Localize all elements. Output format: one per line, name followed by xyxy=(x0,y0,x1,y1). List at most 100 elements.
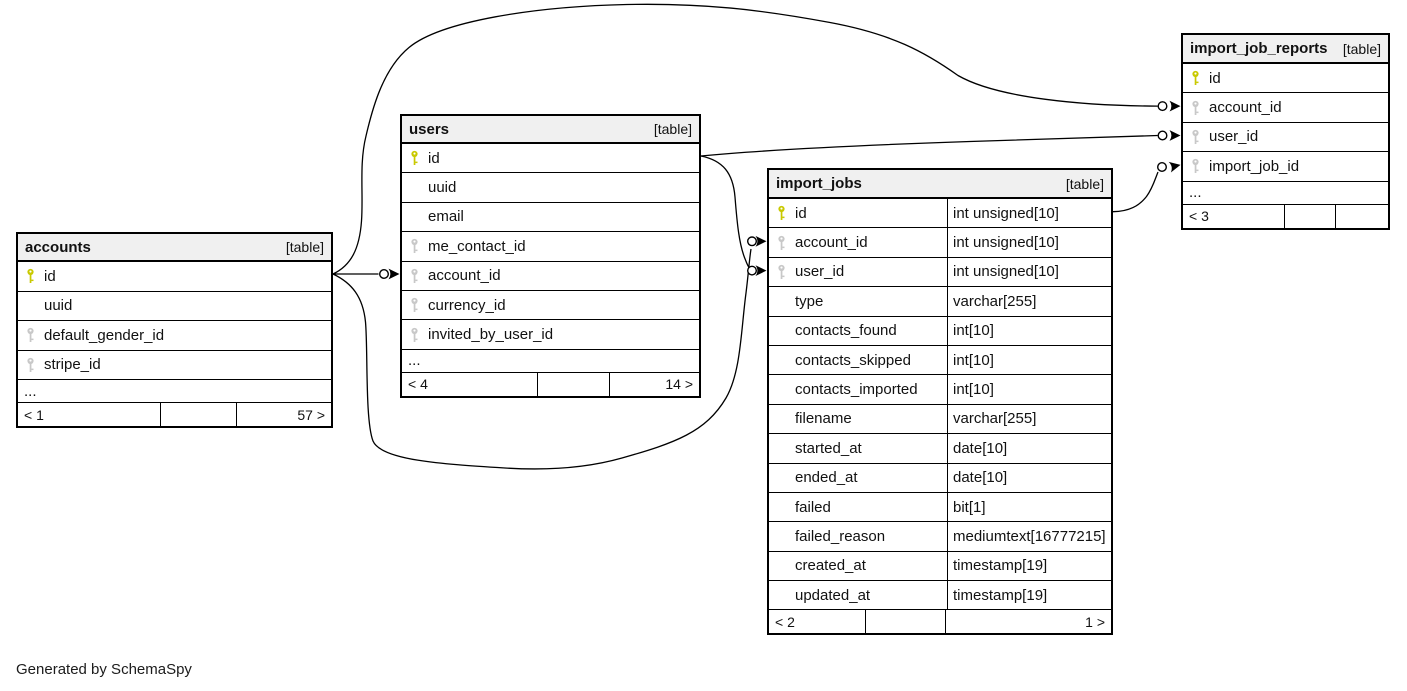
column-name-cell: filename xyxy=(769,405,947,433)
column-type: date[10] xyxy=(953,439,1008,457)
column-name: email xyxy=(428,208,464,226)
footer-right-label: 1 > xyxy=(1085,613,1105,630)
column-type-cell: bit[1] xyxy=(947,492,1111,522)
column-name: account_id xyxy=(1209,99,1282,117)
fk-arrowhead xyxy=(1168,161,1181,173)
table-type-badge: [table] xyxy=(285,239,324,255)
column-name: contacts_imported xyxy=(795,381,918,399)
footer-left-label: < 2 xyxy=(775,613,795,630)
key-slot xyxy=(409,238,421,254)
zero-many-circle xyxy=(1157,101,1168,112)
foreign-key-icon xyxy=(411,298,418,313)
column-type-cell: date[10] xyxy=(947,434,1111,463)
key-slot xyxy=(776,264,788,280)
foreign-key-icon xyxy=(778,235,785,250)
fk-arrowhead xyxy=(755,265,767,276)
primary-key-icon xyxy=(1192,71,1199,86)
column-name-cell: invited_by_user_id xyxy=(402,320,699,348)
column-name: id xyxy=(795,204,807,222)
key-slot xyxy=(776,205,788,221)
column-row-user_id: user_id xyxy=(1183,122,1388,153)
zero-many-circle xyxy=(1156,161,1167,172)
column-row-account_id: account_id int unsigned[10] xyxy=(769,228,1111,258)
footer-middle-cell xyxy=(864,610,945,634)
primary-key-icon xyxy=(27,269,34,284)
table-type-badge: [table] xyxy=(653,121,692,137)
column-name-cell: id xyxy=(769,199,947,227)
column-name-cell: id xyxy=(18,262,331,291)
column-name: type xyxy=(795,292,824,310)
column-name: user_id xyxy=(795,263,845,281)
table-title-accounts[interactable]: accounts xyxy=(25,238,91,256)
table-title-users[interactable]: users xyxy=(409,120,450,138)
column-name: currency_id xyxy=(428,296,506,314)
key-slot xyxy=(409,297,421,313)
column-name-cell: email xyxy=(402,203,699,231)
table-title-import_job_reports[interactable]: import_job_reports xyxy=(1190,40,1328,57)
fk-arrowhead xyxy=(388,268,400,280)
table-header: import_job_reports[table] xyxy=(1183,35,1388,64)
column-name-cell: type xyxy=(769,287,947,315)
column-type-cell: int unsigned[10] xyxy=(947,228,1111,257)
foreign-key-icon xyxy=(778,264,785,279)
relationship-accounts-import-job-reports xyxy=(332,3,1158,275)
column-row-currency_id: currency_id xyxy=(402,290,699,321)
ellipsis-label: ... xyxy=(1189,184,1202,202)
column-type-cell: date[10] xyxy=(947,463,1111,492)
footer-right-label: 57 > xyxy=(297,406,325,423)
column-row-me_contact_id: me_contact_id xyxy=(402,232,699,262)
footer-children-count xyxy=(1334,204,1388,228)
column-row-contacts_skipped: contacts_skipped int[10] xyxy=(769,345,1111,376)
column-name: invited_by_user_id xyxy=(428,326,554,344)
footer-left-label: < 4 xyxy=(408,376,428,393)
column-type-cell: mediumtext[16777215] xyxy=(947,522,1111,551)
column-name: started_at xyxy=(795,439,862,457)
foreign-key-icon xyxy=(1192,159,1199,174)
column-name: failed_reason xyxy=(795,527,886,545)
column-row-failed: failed bit[1] xyxy=(769,492,1111,523)
column-name-cell: failed_reason xyxy=(769,522,947,550)
key-slot xyxy=(1190,158,1202,174)
column-row-created_at: created_at timestamp[19] xyxy=(769,551,1111,582)
column-name: contacts_skipped xyxy=(795,351,911,369)
column-type-cell: int[10] xyxy=(947,316,1111,345)
column-type-cell: timestamp[19] xyxy=(947,581,1111,610)
column-name-cell: currency_id xyxy=(402,291,699,319)
column-row-default_gender_id: default_gender_id xyxy=(18,321,331,351)
column-type: int[10] xyxy=(953,351,994,369)
table-title-import_jobs[interactable]: import_jobs xyxy=(776,175,862,192)
key-slot xyxy=(776,235,788,251)
column-name: created_at xyxy=(795,557,866,575)
more-columns-row: ... xyxy=(402,350,699,373)
column-name: failed xyxy=(795,498,831,516)
column-row-id: id int unsigned[10] xyxy=(769,199,1111,229)
column-type: timestamp[19] xyxy=(953,557,1048,575)
table-header: import_jobs[table] xyxy=(769,170,1111,199)
column-name-cell: default_gender_id xyxy=(18,321,331,350)
column-row-id: id xyxy=(1183,64,1388,94)
table-footer: < 2 1 > xyxy=(769,610,1111,634)
column-name-cell: created_at xyxy=(769,552,947,580)
key-slot xyxy=(25,357,37,373)
column-name: account_id xyxy=(795,234,868,252)
column-type-cell: int unsigned[10] xyxy=(947,199,1111,228)
column-name: filename xyxy=(795,410,852,428)
column-name-cell: started_at xyxy=(769,434,947,462)
more-columns-row: ... xyxy=(1183,182,1388,205)
fk-arrowhead xyxy=(755,235,767,247)
column-name-cell: contacts_skipped xyxy=(769,346,947,374)
foreign-key-icon xyxy=(1192,100,1199,115)
foreign-key-icon xyxy=(411,239,418,254)
zero-many-circle xyxy=(747,236,758,247)
primary-key-icon xyxy=(411,151,418,166)
column-row-stripe_id: stripe_id xyxy=(18,350,331,380)
column-type-cell: varchar[255] xyxy=(947,404,1111,434)
column-type: timestamp[19] xyxy=(953,586,1048,604)
column-name-cell: import_job_id xyxy=(1183,152,1388,180)
column-type: varchar[255] xyxy=(953,292,1037,310)
